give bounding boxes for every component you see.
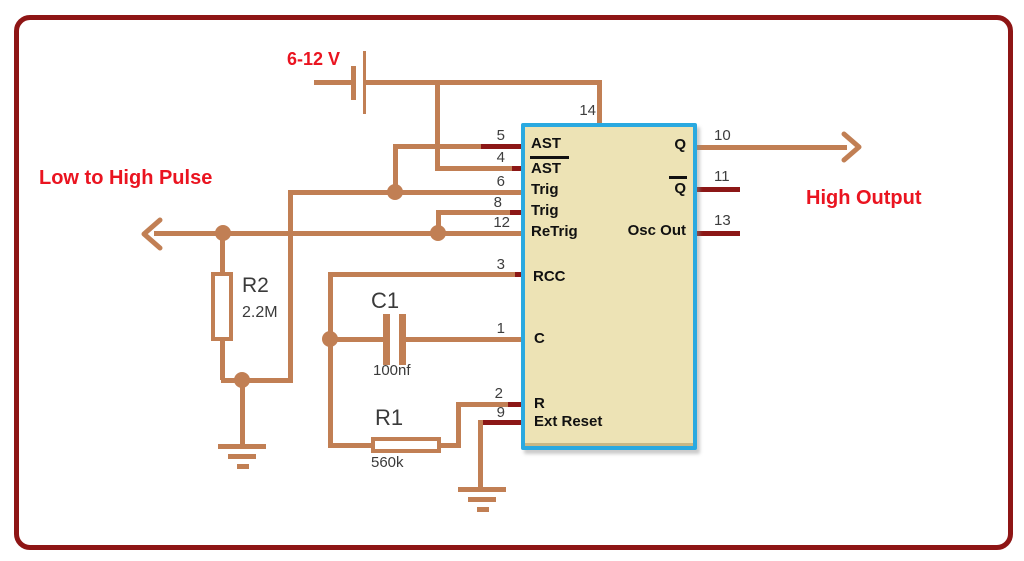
- junction-dot: [322, 331, 338, 347]
- pin8-stub: [510, 210, 525, 215]
- pin2-stub: [508, 402, 525, 407]
- ic-pin-label-ast: AST: [531, 135, 561, 152]
- c1-left-wire: [330, 337, 384, 342]
- ast-overline: [530, 156, 569, 159]
- ic-4098-body: [521, 123, 697, 450]
- trig-ground-branch-wire: [288, 190, 293, 382]
- pin-number-9: 9: [496, 404, 505, 421]
- pin-number-6: 6: [496, 173, 505, 190]
- ground1-line1: [218, 444, 266, 449]
- pin-number-13: 13: [714, 212, 731, 229]
- pin8-wire: [436, 210, 510, 215]
- pin2-wire: [456, 402, 508, 407]
- ic-pin-label-trig2: Trig: [531, 202, 559, 219]
- battery-short-plate-icon: [351, 66, 356, 100]
- pin3-stub: [515, 272, 525, 277]
- junction-dot: [430, 225, 446, 241]
- pin2-branch-wire: [456, 402, 461, 448]
- ic-pin-label-osc-out: Osc Out: [627, 222, 686, 239]
- pin-number-11: 11: [714, 168, 730, 185]
- pin1-wire: [406, 337, 525, 342]
- pin-number-8: 8: [493, 194, 502, 211]
- junction-dot: [234, 372, 250, 388]
- ic-pin-label-ext-reset: Ext Reset: [534, 413, 603, 430]
- supply-drop-wire: [435, 80, 440, 171]
- battery-long-plate-icon: [363, 51, 366, 114]
- pin10-q-wire: [695, 145, 847, 150]
- input-arrow-icon: [141, 217, 163, 251]
- supply-wire-right: [366, 80, 602, 85]
- ic-pin-label-q-bar: Q: [674, 180, 686, 197]
- input-annotation: Low to High Pulse: [39, 167, 213, 189]
- supply-wire-left: [314, 80, 353, 85]
- r1-left-wire: [330, 443, 372, 448]
- pin-number-3: 3: [496, 256, 505, 273]
- ic-pin-label-ast-bar: AST: [531, 160, 561, 177]
- pin-number-12: 12: [493, 214, 510, 231]
- ic-pin-label-r: R: [534, 395, 545, 412]
- capacitor-c1-plate-right-icon: [399, 314, 406, 365]
- pin13-stub: [695, 231, 740, 236]
- pin5-branch-wire: [393, 144, 398, 195]
- pin9-stub: [478, 420, 525, 425]
- pin-number-2: 2: [494, 385, 503, 402]
- ground2-line1: [458, 487, 506, 492]
- ic-pin-label-c: C: [534, 330, 545, 347]
- diagram-frame: [14, 15, 1013, 550]
- r1-right-wire: [441, 443, 461, 448]
- pin12-retrig-wire: [154, 231, 525, 236]
- c1-value-label: 100nf: [373, 362, 411, 379]
- pin-number-10: 10: [714, 127, 731, 144]
- junction-dot: [387, 184, 403, 200]
- rcc-vertical-wire: [328, 272, 333, 448]
- r2-top-wire: [220, 233, 225, 274]
- junction-dot: [215, 225, 231, 241]
- r2-ground-wire: [240, 380, 245, 445]
- ic-pin-label-trig: Trig: [531, 181, 559, 198]
- pin4-wire: [435, 166, 512, 171]
- pin6-trig-wire: [288, 190, 525, 195]
- r1-ref-label: R1: [375, 405, 404, 430]
- capacitor-c1-plate-left-icon: [383, 314, 390, 365]
- output-arrow-icon: [841, 131, 862, 163]
- ground1-line2: [228, 454, 256, 459]
- ground2-line3: [477, 507, 489, 512]
- r2-bottom-wire: [220, 340, 225, 380]
- output-annotation: High Output: [806, 187, 922, 209]
- q-overline: [669, 176, 687, 179]
- pin4-stub: [512, 166, 525, 171]
- ic-pin-label-q: Q: [674, 136, 686, 153]
- pin11-stub: [695, 187, 740, 192]
- pin8-branch-wire: [436, 212, 441, 236]
- pin-number-4: 4: [496, 149, 505, 166]
- pin5-wire: [393, 144, 481, 149]
- ic-pin-label-rcc: RCC: [533, 268, 566, 285]
- resistor-r1-icon: [371, 437, 441, 453]
- r2-ref-label: R2: [242, 274, 269, 297]
- pin-number-14: 14: [579, 102, 596, 119]
- pin-number-5: 5: [496, 127, 505, 144]
- c1-ref-label: C1: [371, 288, 400, 313]
- ground2-line2: [468, 497, 496, 502]
- pin5-stub: [481, 144, 525, 149]
- ground1-line3: [237, 464, 249, 469]
- resistor-r2-icon: [211, 272, 233, 341]
- pin9-ground-wire: [478, 420, 483, 487]
- r2-value-label: 2.2M: [242, 304, 278, 321]
- r2-junction-wire: [221, 378, 293, 383]
- pin3-rcc-wire: [328, 272, 515, 277]
- pin-number-1: 1: [496, 320, 505, 337]
- ic-pin-label-retrig: ReTrig: [531, 223, 578, 240]
- pin14-wire: [597, 80, 602, 125]
- r1-value-label: 560k: [371, 454, 404, 471]
- supply-voltage-label: 6-12 V: [287, 49, 341, 69]
